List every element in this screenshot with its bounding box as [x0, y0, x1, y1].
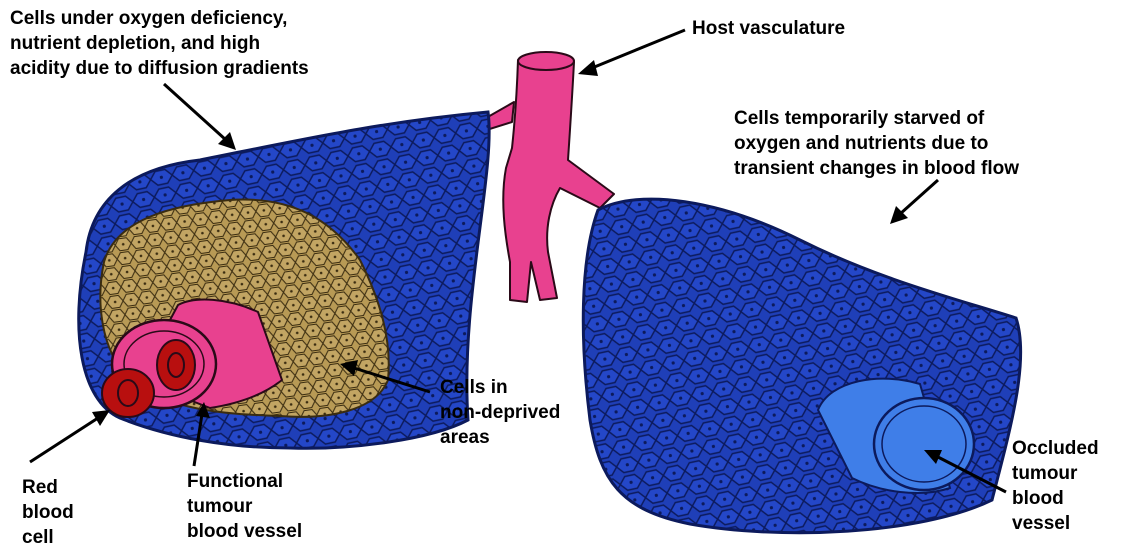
non-deprived-line: non-deprived	[440, 400, 560, 425]
functional-vessel-line: tumour	[187, 494, 302, 519]
host-vasculature-line: Host vasculature	[692, 16, 845, 41]
tumour-cell-mass-right	[583, 199, 1020, 533]
hypoxic-cells-line: acidity due to diffusion gradients	[10, 56, 309, 81]
red-blood-cell-line: cell	[22, 525, 74, 550]
occluded-vessel-line: blood	[1012, 486, 1099, 511]
red-blood-cell-line: blood	[22, 500, 74, 525]
hypoxic-cells-line: Cells under oxygen deficiency,	[10, 6, 309, 31]
starved-cells-label: Cells temporarily starved of oxygen and …	[734, 106, 1019, 181]
non-deprived-line: areas	[440, 425, 560, 450]
non-deprived-label: Cells in non-deprived areas	[440, 375, 560, 450]
host-vasculature-label: Host vasculature	[692, 16, 845, 41]
starved-cells-line: oxygen and nutrients due to	[734, 131, 1019, 156]
occluded-vessel-line: tumour	[1012, 461, 1099, 486]
non-deprived-line: Cells in	[440, 375, 560, 400]
hypoxic-cells-label: Cells under oxygen deficiency, nutrient …	[10, 6, 309, 81]
red-blood-cell-icon	[102, 369, 154, 417]
functional-vessel-line: Functional	[187, 469, 302, 494]
occluded-vessel-line: vessel	[1012, 511, 1099, 536]
occluded-vessel-line: Occluded	[1012, 436, 1099, 461]
functional-vessel-label: Functional tumour blood vessel	[187, 469, 302, 544]
starved-cells-line: Cells temporarily starved of	[734, 106, 1019, 131]
hypoxic-cells-line: nutrient depletion, and high	[10, 31, 309, 56]
occluded-vessel-label: Occluded tumour blood vessel	[1012, 436, 1099, 536]
red-blood-cell-line: Red	[22, 475, 74, 500]
functional-vessel-line: blood vessel	[187, 519, 302, 544]
starved-cells-line: transient changes in blood flow	[734, 156, 1019, 181]
red-blood-cell-label: Red blood cell	[22, 475, 74, 550]
